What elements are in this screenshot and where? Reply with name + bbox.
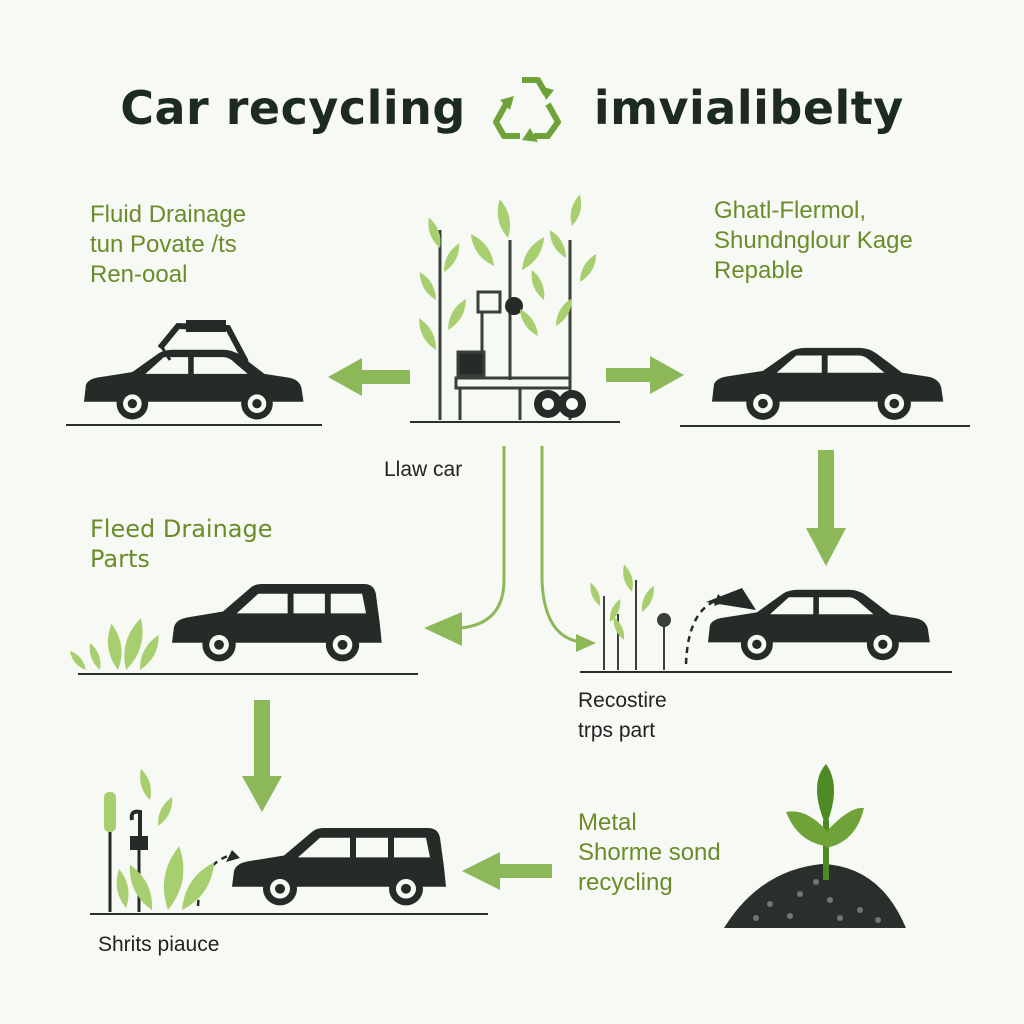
title-left: Car recycling xyxy=(120,81,466,135)
label-line: Fleed Drainage xyxy=(90,515,273,543)
title-right: imvialibelty xyxy=(593,81,904,135)
label-line: Recostire xyxy=(578,689,667,712)
arrow-down-icon xyxy=(242,700,282,812)
label-line: Shorme sond xyxy=(578,839,721,866)
car-fleed-drainage xyxy=(67,584,382,673)
label-line: Ghatl-Flermol, xyxy=(714,197,867,224)
gear-icon xyxy=(657,613,671,627)
recycle-icon xyxy=(492,77,561,142)
grass-icon xyxy=(67,616,164,673)
plant-leaves xyxy=(104,767,221,915)
label-line: Metal xyxy=(578,809,637,836)
label-line: Shundnglour Kage xyxy=(714,227,913,254)
car-recostire xyxy=(587,563,930,670)
label-recostire: Recostire trps part xyxy=(578,686,667,746)
sprout-icon xyxy=(724,764,906,928)
label-metal-recycling: Metal Shorme sond recycling xyxy=(578,808,721,898)
arrow-right-icon xyxy=(576,634,596,652)
label-line: trps part xyxy=(578,719,656,742)
page-title: Car recycling imvialibelty xyxy=(0,68,1024,148)
ground-lines xyxy=(66,421,970,915)
flow-arrows xyxy=(242,356,846,890)
label-line: Ren-ooal xyxy=(90,261,188,288)
label-line: Repable xyxy=(714,257,804,284)
recycling-machine xyxy=(414,193,601,420)
label-top-right: Ghatl-Flermol, Shundnglour Kage Repable xyxy=(714,196,913,286)
plant-leaves xyxy=(603,580,665,670)
label-bottom-left: Shrits piauce xyxy=(98,933,220,956)
label-fluid-drainage: Fluid Drainage tun Povate /ts Ren-ooal xyxy=(90,200,246,290)
label-line: Parts xyxy=(90,545,150,573)
label-fleed-drainage: Fleed Drainage Parts xyxy=(90,514,273,574)
curved-connectors xyxy=(459,446,581,644)
label-center: Llaw car xyxy=(384,458,463,481)
arrow-down-icon xyxy=(806,450,846,566)
car-top-right xyxy=(712,347,944,420)
curved-arrowheads xyxy=(424,612,596,652)
label-line: recycling xyxy=(578,869,673,896)
plant-leaves xyxy=(414,193,601,353)
car-fluid-drainage xyxy=(84,320,304,420)
arrow-left-icon xyxy=(462,852,552,890)
car-bottom xyxy=(104,767,446,915)
arrow-left-icon xyxy=(328,358,410,396)
label-line: Fluid Drainage xyxy=(90,201,247,228)
arrow-left-icon xyxy=(424,612,462,646)
label-line: tun Povate /ts xyxy=(90,231,237,258)
arrow-right-icon xyxy=(606,356,684,394)
